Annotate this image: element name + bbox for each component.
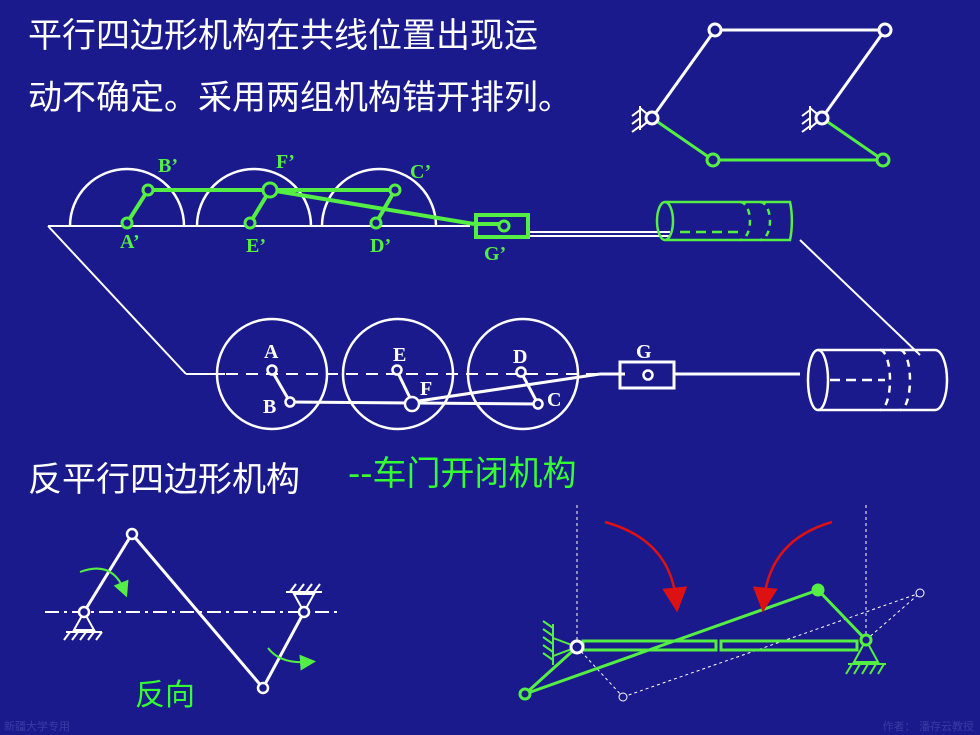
- label-b: B: [263, 396, 276, 418]
- rotation-arrow-right-icon: [267, 647, 316, 671]
- label-e: E: [393, 344, 406, 366]
- lower-joints: [266, 364, 654, 413]
- rotation-arrow-left-icon: [79, 567, 129, 598]
- upper-linkage: [125, 188, 530, 239]
- pivot-right-icon: [286, 583, 322, 615]
- lower-cylinder: [806, 348, 949, 412]
- label-f-prime: F’: [276, 151, 295, 173]
- label-c-prime: C’: [410, 161, 431, 183]
- floor-support-icon: [845, 637, 886, 675]
- title-line-1: 平行四边形机构在共线位置出现运: [28, 16, 538, 56]
- top-right-parallelogram: [631, 22, 893, 168]
- label-a-prime: A’: [120, 231, 140, 253]
- wall-support-icon: [542, 620, 580, 665]
- anti-parallelogram: [45, 527, 340, 695]
- upper-cylinder: [655, 200, 794, 242]
- pivot-left-icon: [63, 609, 103, 641]
- door-open-arrow-right-icon: [752, 520, 833, 613]
- door-open-arrow-left-icon: [604, 520, 688, 613]
- label-d: D: [513, 346, 527, 368]
- title-line-2: 动不确定。采用两组机构错开排列。: [28, 78, 572, 118]
- label-g: G: [636, 341, 652, 363]
- label-f: F: [420, 378, 432, 400]
- section-2-title: 反平行四边形机构: [28, 460, 300, 500]
- label-b-prime: B’: [158, 155, 178, 177]
- reverse-label: 反向: [135, 678, 195, 713]
- footer-right: 作者： 潘存云教授: [882, 720, 975, 733]
- label-a: A: [264, 341, 279, 363]
- label-d-prime: D’: [370, 235, 391, 257]
- lower-labels: A B E F D C G: [263, 341, 652, 418]
- label-c: C: [547, 389, 561, 411]
- section-2-subtitle: --车门开闭机构: [348, 454, 577, 494]
- lower-linkage: [270, 360, 800, 406]
- label-e-prime: E’: [246, 235, 266, 257]
- upper-joints: [120, 181, 511, 233]
- upper-labels: B’ F’ C’ A’ E’ D’ G’: [120, 151, 506, 265]
- footer-left: 新疆大学专用: [4, 720, 70, 733]
- ground-support-left-icon: [631, 105, 654, 133]
- car-door-mechanism: [518, 505, 925, 702]
- label-g-prime: G’: [484, 243, 506, 265]
- ground-support-right-icon: [801, 105, 824, 133]
